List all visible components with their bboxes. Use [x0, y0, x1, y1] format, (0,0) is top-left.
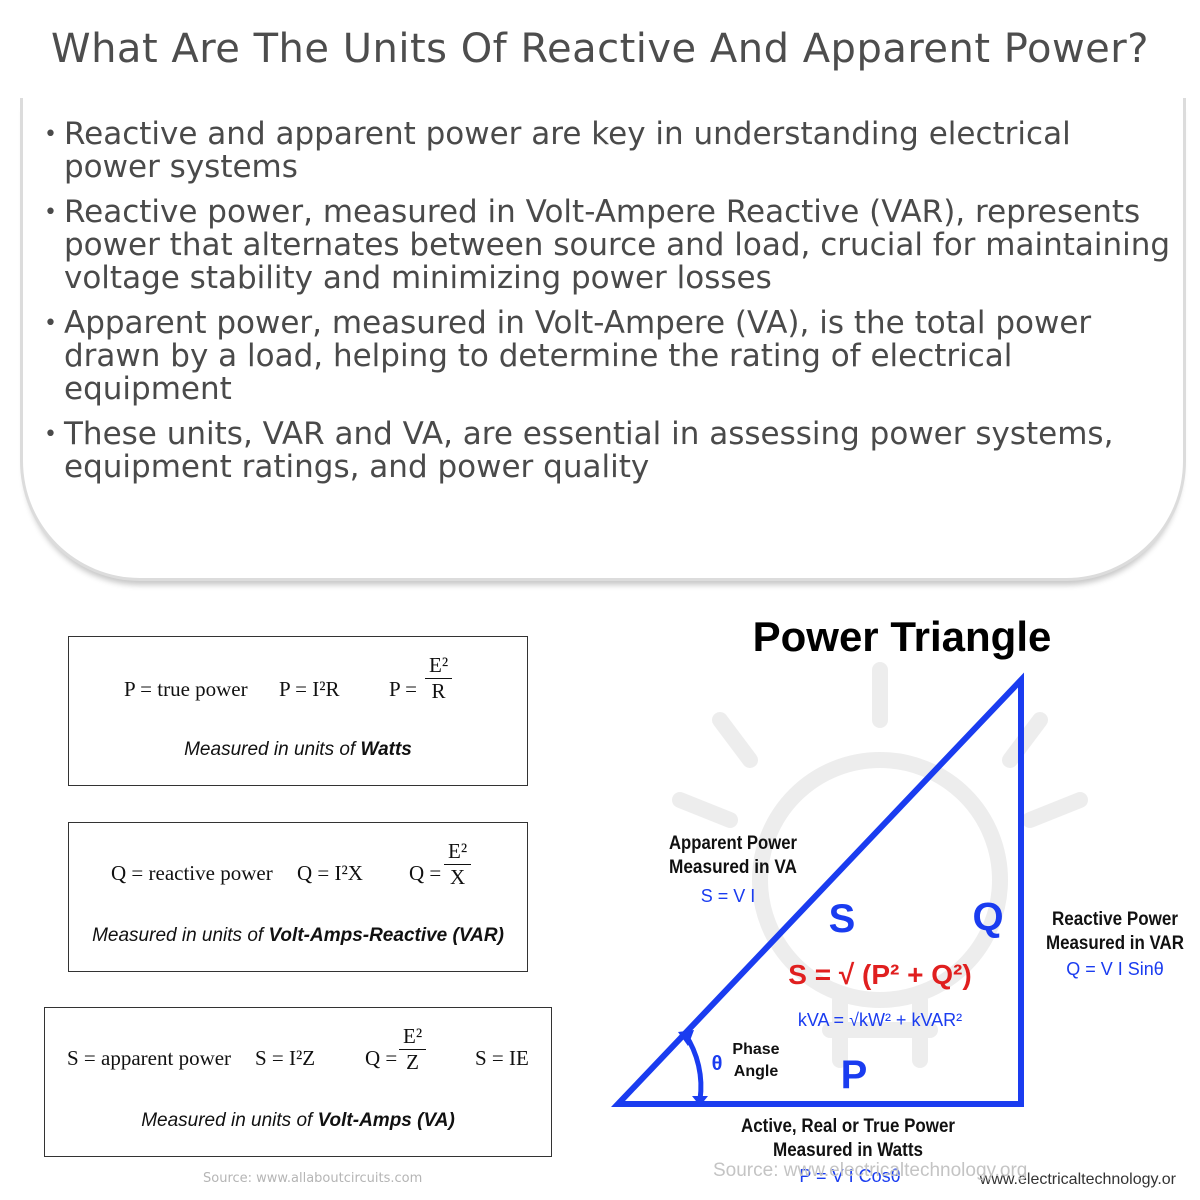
apparent-power-formula-ie: S = IE [475, 1046, 529, 1070]
phase-label: Phase [732, 1041, 779, 1058]
source-left: Source: www.allaboutcircuits.com [203, 1171, 423, 1186]
page-title: What Are The Units Of Reactive And Appar… [51, 26, 1149, 72]
true-power-box: P = true power P = I²R P = E² R Measured… [68, 636, 528, 786]
apparent-power-definition: S = apparent power [67, 1046, 232, 1070]
true-power-definition: P = true power [124, 677, 248, 701]
reactive-power-label: Reactive Power [1052, 909, 1179, 930]
letter-p-label: P [841, 1053, 868, 1097]
apparent-power-formula: S = V I [701, 886, 756, 906]
true-power-fraction-prefix: P = [389, 677, 417, 701]
theta-label: θ [712, 1053, 723, 1075]
letter-q-label: Q [972, 895, 1003, 939]
bullet-item: Apparent power, measured in Volt-Ampere … [44, 307, 1174, 406]
true-power-fraction: E² R [425, 653, 453, 704]
main-formula: S = √ (P² + Q²) [788, 959, 971, 990]
reactive-power-formula: Q = V I Sinθ [1066, 959, 1164, 979]
reactive-power-unit: Measured in units of Volt-Amps-Reactive … [92, 925, 504, 946]
active-power-label: Active, Real or True Power [741, 1116, 956, 1137]
triangle-shape [611, 672, 1024, 1107]
power-triangle-heading: Power Triangle [753, 613, 1052, 660]
reactive-power-measure-label: Measured in VAR [1046, 933, 1184, 954]
apparent-power-formula-i2z: S = I²Z [255, 1046, 316, 1070]
bullet-item: These units, VAR and VA, are essential i… [44, 418, 1174, 484]
bullet-item: Reactive and apparent power are key in u… [44, 118, 1174, 184]
kva-formula: kVA = √kW² + kVAR² [798, 1010, 962, 1030]
true-power-unit: Measured in units of Watts [184, 739, 412, 760]
arrow-down-icon [692, 1096, 708, 1106]
reactive-power-definition: Q = reactive power [111, 861, 273, 885]
reactive-power-formula-i2x: Q = I²X [297, 861, 363, 885]
apparent-power-fraction-prefix: Q = [365, 1046, 398, 1070]
arrow-up-icon [678, 1030, 694, 1046]
active-power-measure-label: Measured in Watts [773, 1140, 923, 1161]
bullet-list: Reactive and apparent power are key in u… [44, 118, 1174, 496]
bullet-item: Reactive power, measured in Volt-Ampere … [44, 196, 1174, 295]
angle-label: Angle [734, 1063, 779, 1080]
source-right: Source: www.electricaltechnology.org [713, 1160, 1027, 1181]
active-power-formula: P = V I Cosθ [799, 1166, 900, 1186]
reactive-power-fraction: E² X [444, 839, 472, 890]
true-power-formula-i2r: P = I²R [279, 677, 340, 701]
apparent-power-unit: Measured in units of Volt-Amps (VA) [141, 1110, 455, 1131]
lightbulb-watermark-icon [672, 662, 1088, 1068]
apparent-power-label: Apparent Power [669, 833, 798, 854]
apparent-power-box: S = apparent power S = I²Z Q = E² Z S = … [44, 1007, 552, 1157]
watermark-site: www.electricaltechnology.or [979, 1171, 1177, 1188]
apparent-power-fraction: E² Z [399, 1024, 427, 1075]
apparent-power-measure-label: Measured in VA [669, 857, 797, 878]
reactive-power-box: Q = reactive power Q = I²X Q = E² X Meas… [68, 822, 528, 972]
letter-s-label: S [829, 897, 856, 941]
reactive-power-fraction-prefix: Q = [409, 861, 442, 885]
